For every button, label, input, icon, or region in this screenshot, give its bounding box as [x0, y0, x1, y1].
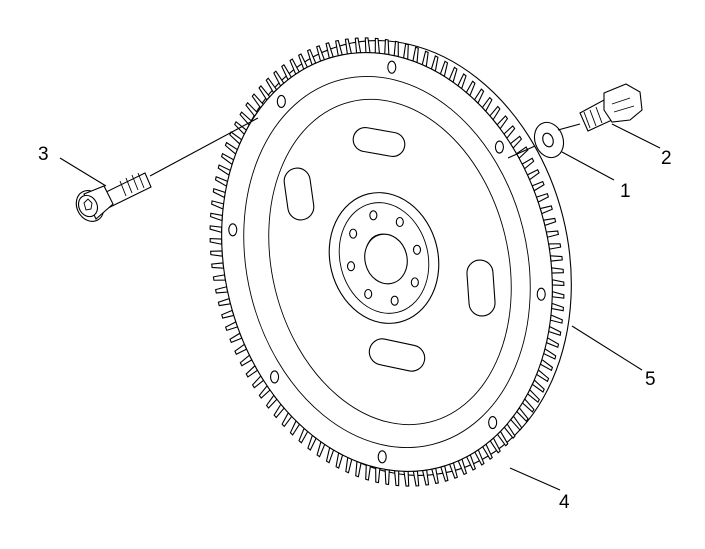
gear-tooth	[217, 164, 231, 177]
rim-bolt-holes	[228, 60, 546, 464]
rim-bolt-hole	[387, 60, 397, 74]
callout-2: 2	[661, 148, 672, 169]
gear-tooth	[220, 152, 235, 166]
gear-tooth	[210, 250, 224, 257]
gear-tooth	[221, 309, 235, 319]
hub-bolt-hole	[390, 295, 399, 306]
hub-bolt-hole	[364, 288, 373, 300]
callout-1: 1	[620, 181, 631, 202]
gear-tooth	[210, 212, 224, 222]
hex-bolt-icon	[579, 83, 643, 132]
hub-bolt-hole	[369, 210, 378, 221]
gear-tooth	[355, 460, 362, 478]
hub-bolt-hole	[346, 261, 356, 272]
leader-lines	[59, 117, 661, 491]
gear-tooth	[384, 468, 390, 486]
ring-gear-icon	[209, 37, 565, 487]
callout-5: 5	[645, 369, 656, 390]
hub-bolt-hole	[410, 277, 419, 288]
gear-tooth	[214, 175, 229, 188]
rim-bolt-hole	[228, 223, 238, 237]
rim-bolt-hole	[270, 370, 280, 384]
gear-tooth	[393, 40, 399, 58]
gear-tooth	[345, 456, 353, 474]
gear-tooth	[393, 470, 400, 487]
callout-4: 4	[559, 492, 570, 513]
gear-tooth	[364, 37, 371, 54]
rim-bolt-hole	[377, 450, 387, 464]
gear-tooth	[412, 470, 420, 487]
gear-tooth	[550, 267, 564, 274]
gear-tooth	[211, 262, 225, 269]
gear-tooth	[224, 141, 239, 155]
gear-tooth	[384, 38, 390, 56]
gear-tooth	[214, 286, 229, 294]
rim-bolt-hole	[276, 94, 286, 109]
gear-tooth	[365, 464, 372, 481]
gear-tooth	[209, 237, 223, 245]
hub-bolt-hole	[395, 216, 404, 228]
gear-tooth	[375, 466, 381, 484]
gear-tooth	[217, 297, 232, 307]
gear-tooth	[212, 274, 227, 281]
gear-tooth	[549, 255, 563, 262]
callout-3: 3	[38, 144, 49, 165]
hub-bolt-hole	[349, 228, 358, 239]
washer-icon	[533, 121, 565, 159]
gear-tooth	[403, 470, 410, 487]
gear-tooth	[211, 200, 225, 210]
gear-tooth	[335, 452, 344, 469]
gear-tooth	[354, 37, 362, 54]
hub-bolt-hole	[412, 244, 422, 255]
rim-bolt-hole	[488, 415, 498, 430]
gear-tooth	[209, 225, 223, 234]
rim-bolt-hole	[494, 140, 504, 154]
flywheel-slots	[283, 127, 496, 372]
socket-head-bolt-icon	[75, 172, 152, 222]
flywheel-icon	[209, 37, 572, 487]
rim-bolt-hole	[536, 287, 546, 301]
gear-tooth	[212, 187, 226, 199]
gear-tooth	[229, 131, 243, 145]
hub-bolt-holes	[346, 210, 422, 306]
